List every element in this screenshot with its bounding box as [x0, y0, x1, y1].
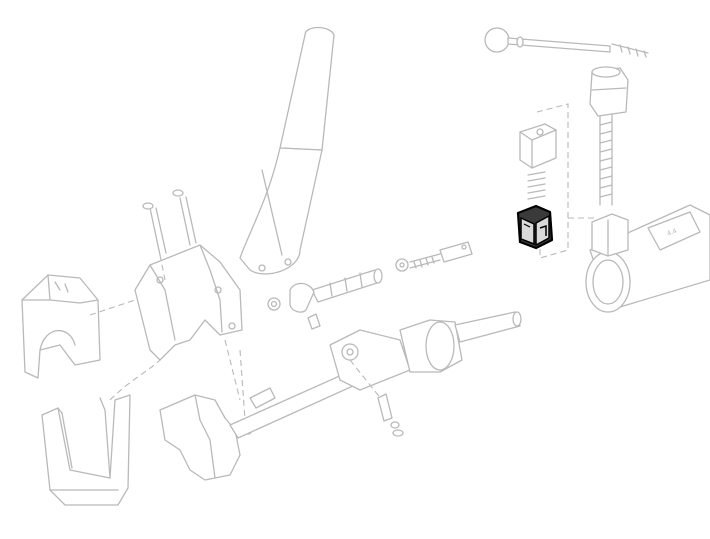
- upper-left-clamp-half[interactable]: [21, 274, 101, 379]
- detent-spring[interactable]: [527, 171, 546, 200]
- shift-rod[interactable]: [484, 27, 649, 58]
- selector-rod[interactable]: [311, 241, 473, 303]
- highlighted-plunger-block[interactable]: [516, 204, 554, 250]
- column-shaft[interactable]: [229, 311, 522, 439]
- gear-lever[interactable]: [239, 26, 335, 275]
- selector-fork[interactable]: [267, 282, 321, 330]
- lower-left-clamp-half[interactable]: [41, 394, 131, 506]
- column-housing-tube[interactable]: 4.4: [585, 204, 710, 313]
- housing-label: 4.4: [666, 228, 678, 238]
- plunger-housing[interactable]: [589, 66, 629, 206]
- bracket-pins[interactable]: [142, 189, 197, 256]
- lower-bolt[interactable]: [349, 359, 404, 437]
- detent-block[interactable]: [519, 123, 557, 169]
